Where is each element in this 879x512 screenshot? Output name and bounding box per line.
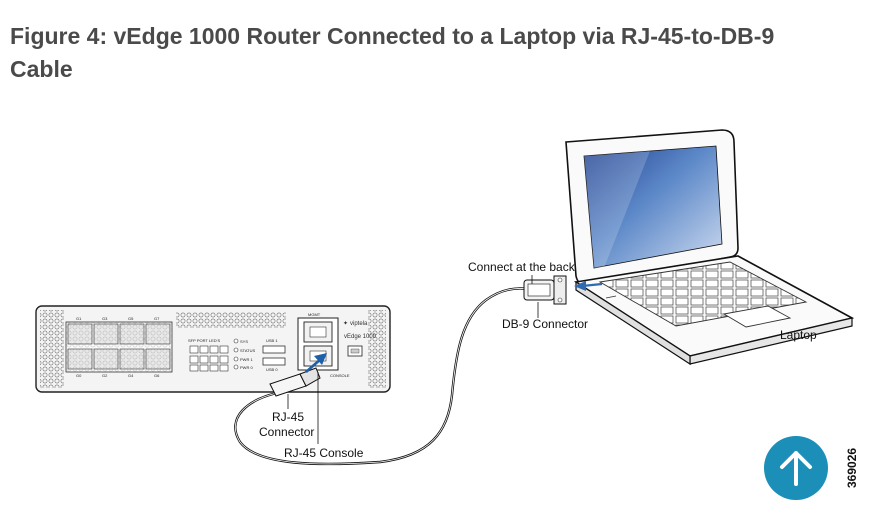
port-label-g5: G5 bbox=[128, 316, 134, 321]
led-status-label: STATUS bbox=[240, 348, 256, 353]
brand-label: viptela bbox=[350, 321, 368, 327]
figure-title: Figure 4: vEdge 1000 Router Connected to… bbox=[10, 20, 870, 86]
port-label-g6: G6 bbox=[154, 373, 160, 378]
laptop-touchpad bbox=[722, 305, 792, 328]
router-vent-left bbox=[40, 310, 64, 388]
rj45-plug bbox=[269, 367, 321, 397]
port-label-g7: G7 bbox=[154, 316, 160, 321]
console-arrow-icon bbox=[314, 353, 327, 365]
router-vent-right bbox=[368, 310, 386, 388]
label-rj45-connector-line-2: Connector bbox=[259, 425, 314, 439]
scroll-to-top-button[interactable] bbox=[764, 436, 828, 500]
port-label-g4: G4 bbox=[128, 373, 134, 378]
label-laptop: Laptop bbox=[780, 328, 817, 342]
router-vent-middle bbox=[176, 312, 286, 328]
led-sys-label: SYS bbox=[240, 339, 248, 344]
vedge-router: G1 G3 G5 G7 G0 G2 G4 G6 SFP PORT LED'S bbox=[35, 305, 391, 393]
figure-title-line-2: Cable bbox=[10, 56, 73, 82]
sfp-led-block: SFP PORT LED'S bbox=[188, 338, 229, 372]
viptela-logo-icon: ✦ bbox=[343, 320, 348, 327]
label-connect-back: Connect at the back bbox=[468, 260, 576, 274]
label-rj45-console: RJ-45 Console bbox=[284, 446, 364, 460]
laptop bbox=[565, 129, 855, 366]
label-rj45-connector-line-1: RJ-45 bbox=[272, 410, 304, 424]
laptop-screen bbox=[583, 145, 723, 269]
laptop-port-arrow-icon bbox=[574, 281, 586, 291]
label-db9: DB-9 Connector bbox=[502, 317, 588, 331]
port-label-g0: G0 bbox=[76, 373, 82, 378]
usb-ports: USB 1 USB 0 bbox=[262, 338, 286, 372]
sfp-leds-label: SFP PORT LED'S bbox=[188, 338, 220, 343]
usb1-label: USB 1 bbox=[266, 338, 278, 343]
status-led-block: SYS STATUS PWR 1 PWR 0 bbox=[233, 338, 256, 370]
port-label-g1: G1 bbox=[76, 316, 82, 321]
sfp-port-block: G1 G3 G5 G7 G0 G2 G4 G6 bbox=[65, 316, 173, 378]
mgmt-label: MGMT bbox=[308, 312, 321, 317]
figure-title-line-1: Figure 4: vEdge 1000 Router Connected to… bbox=[10, 23, 775, 49]
model-label: vEdge 1000 bbox=[344, 334, 377, 340]
led-pwr0-label: PWR 0 bbox=[240, 365, 253, 370]
arrow-up-icon bbox=[780, 451, 812, 486]
figure-id: 369026 bbox=[845, 448, 859, 488]
brand-area: ✦ viptela vEdge 1000 bbox=[343, 320, 377, 357]
console-label: CONSOLE bbox=[330, 373, 350, 378]
db9-plug bbox=[523, 275, 567, 305]
usb0-label: USB 0 bbox=[266, 367, 278, 372]
port-label-g3: G3 bbox=[102, 316, 108, 321]
led-pwr1-label: PWR 1 bbox=[240, 357, 253, 362]
port-label-g2: G2 bbox=[102, 373, 108, 378]
